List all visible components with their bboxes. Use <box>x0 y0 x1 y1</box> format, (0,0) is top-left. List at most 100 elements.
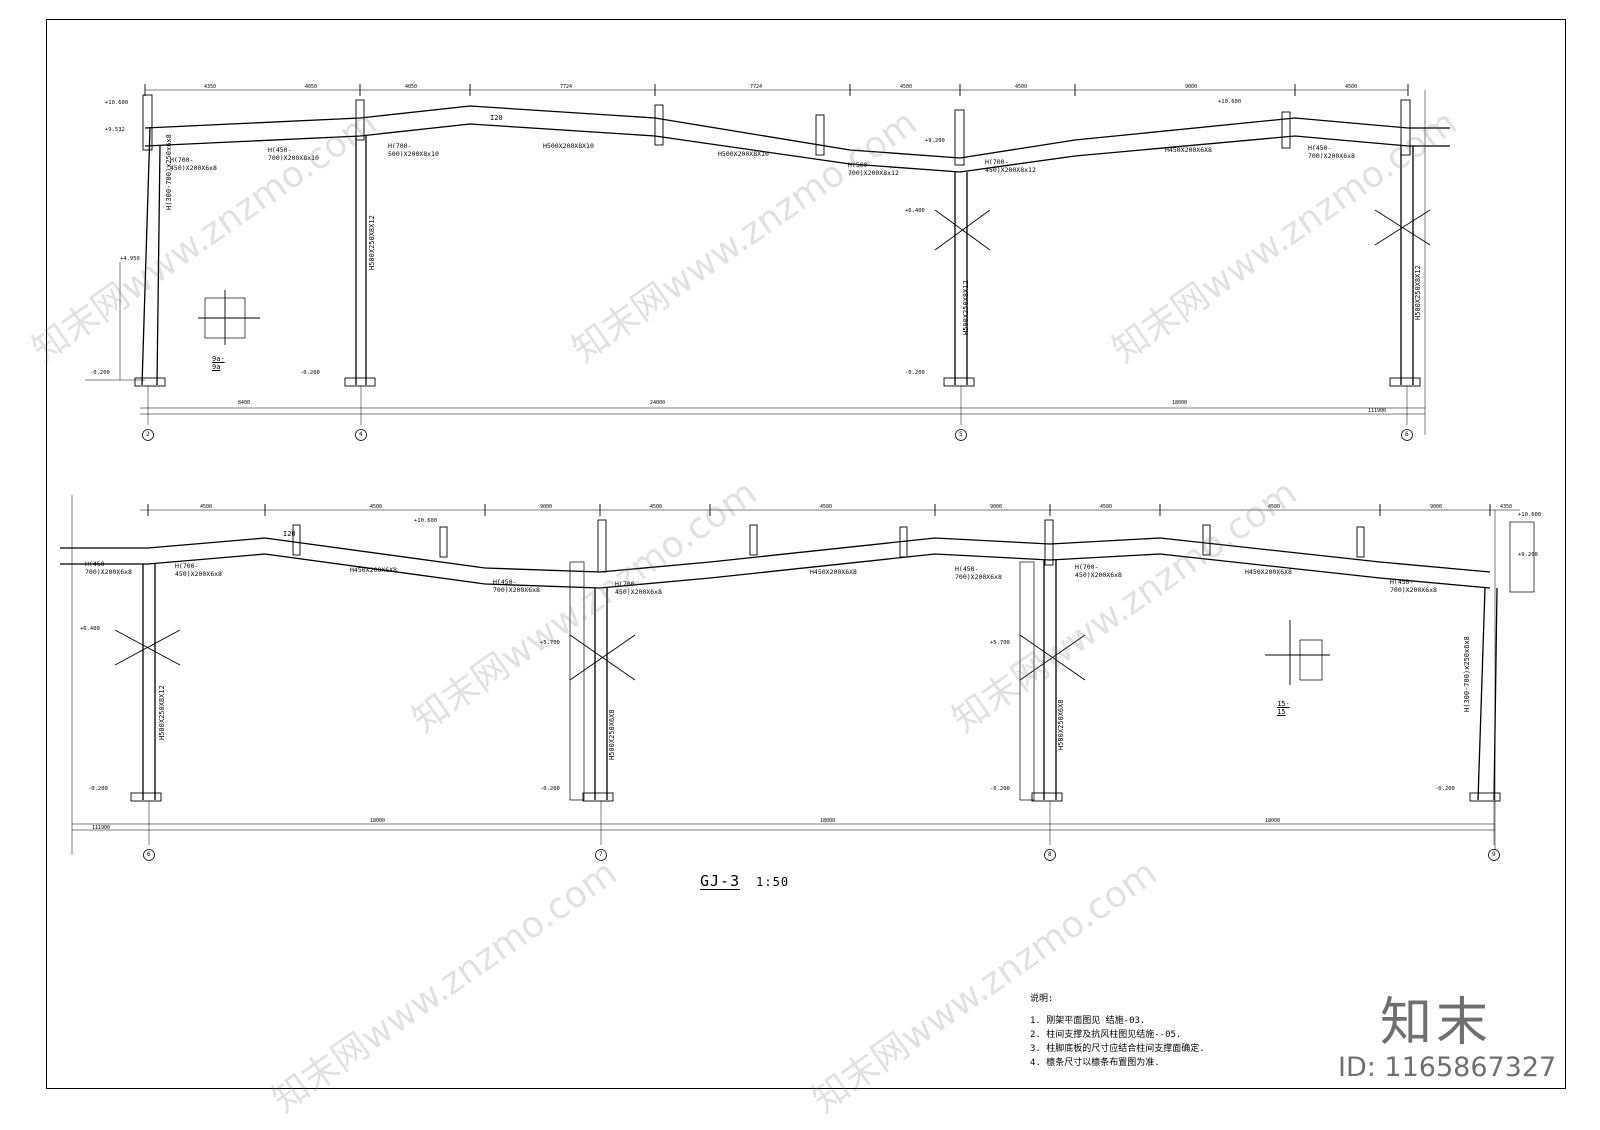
dim: 4500 <box>370 504 383 510</box>
frame-top <box>85 84 1450 435</box>
elevation: +10.600 <box>414 518 438 524</box>
elevation: -0.200 <box>905 370 925 376</box>
note-item: 1. 刚架平面图见 结施-03. <box>1030 1016 1146 1026</box>
dim: 4500 <box>200 504 213 510</box>
dim: 4350 <box>1500 504 1513 510</box>
dim: 9000 <box>990 504 1003 510</box>
drawing-scale: 1:50 <box>756 875 790 889</box>
member-label: H(450-700)X200X6x8 <box>955 565 1002 581</box>
member-label: H(450-700)X200X6x8 <box>493 578 540 594</box>
dim: 9000 <box>1185 84 1198 90</box>
member-label: H450X200X6X8 <box>1245 568 1292 576</box>
section-label: 15-15 <box>1277 700 1290 716</box>
elevation: +6.400 <box>905 208 925 214</box>
watermark-logo: 知末 <box>1380 993 1493 1053</box>
elevation: -0.200 <box>90 370 110 376</box>
purlin-label: I20 <box>490 114 503 122</box>
elevation: +10.600 <box>105 100 129 106</box>
dim: 4500 <box>650 504 663 510</box>
dim: 4500 <box>820 504 833 510</box>
elevation: -0.200 <box>540 786 560 792</box>
elevation: -0.200 <box>990 786 1010 792</box>
span-dim: 8400 <box>238 400 251 406</box>
member-label: H500X200X8X10 <box>543 142 594 150</box>
member-label: H(700-450)X200X8x12 <box>985 158 1036 174</box>
dim: 7724 <box>560 84 573 90</box>
dim: 4500 <box>1015 84 1028 90</box>
dim: 7724 <box>750 84 763 90</box>
member-label: H450X200X6X8 <box>1165 146 1212 154</box>
member-label: H(700-450)X200X6x8 <box>615 580 662 596</box>
axis-label-2: 2 <box>146 431 150 438</box>
member-label: H450X200X6X8 <box>350 566 397 574</box>
member-label: H450X200X6X8 <box>810 568 857 576</box>
rafter-top <box>144 105 1450 159</box>
dim: 9000 <box>1430 504 1443 510</box>
dim: 4500 <box>1268 504 1281 510</box>
elevation: +6.400 <box>80 626 100 632</box>
elevation: -0.200 <box>1435 786 1455 792</box>
axis-label-6b: 6 <box>147 851 151 858</box>
elevation: +5.700 <box>990 640 1010 646</box>
column-label: H500X250X8X12 <box>158 685 166 740</box>
notes-block: 说明: 1. 刚架平面图见 结施-03. 2. 柱间支撑及抗风柱图见结施--05… <box>1030 992 1205 1070</box>
elevation: +10.600 <box>1218 99 1242 105</box>
span-dim: 18000 <box>820 818 836 824</box>
column-label: H(300-700)x250x6x8 <box>165 134 173 210</box>
elevation: +5.700 <box>540 640 560 646</box>
dim: 4500 <box>900 84 913 90</box>
member-label: H(450-700)X200X6x8 <box>1308 144 1355 160</box>
total-dim: 111900 <box>1368 408 1387 414</box>
column-label: H500X250X6X8 <box>608 709 616 760</box>
member-label: H(450-700)X200X6x8 <box>85 560 132 576</box>
span-dim: 18000 <box>1172 400 1188 406</box>
span-dim: 18000 <box>1265 818 1281 824</box>
member-label: H(700-450)X200X6x8 <box>1075 563 1122 579</box>
member-label: H(700-450)X200X6x8 <box>170 156 217 172</box>
member-label: H(450-700)X200X8x10 <box>268 146 319 162</box>
elevation: +9.200 <box>925 138 945 144</box>
span-dim: 18000 <box>370 818 386 824</box>
drawing-code: GJ-3 <box>700 872 741 890</box>
note-item: 3. 柱脚底板的尺寸应结合柱间支撑面确定. <box>1030 1044 1205 1054</box>
notes-heading: 说明: <box>1030 994 1054 1004</box>
elevation: -0.200 <box>88 786 108 792</box>
note-item: 2. 柱间支撑及抗风柱图见结施--05. <box>1030 1030 1182 1040</box>
column-label: H500X250X8X12 <box>368 215 376 270</box>
section-label: 9a-9a <box>212 355 225 371</box>
column-label: H500X250X6X8 <box>1057 699 1065 750</box>
axis-label-8: 8 <box>1048 851 1052 858</box>
purlin-label: I20 <box>283 530 296 538</box>
elevation: +10.600 <box>1518 512 1542 518</box>
drawing-title: GJ-3 1:50 <box>700 872 789 890</box>
member-label: H(500-700)X200X8x12 <box>848 161 899 177</box>
axis-label-7: 7 <box>599 851 603 858</box>
dim: 4500 <box>1345 84 1358 90</box>
elevation: +9.200 <box>1518 552 1538 558</box>
axis-label-9: 9 <box>1492 851 1496 858</box>
elevation: +4.950 <box>120 256 140 262</box>
dim: 4350 <box>204 84 217 90</box>
frame-bottom <box>60 495 1535 855</box>
dim: 4500 <box>1100 504 1113 510</box>
watermark-id: ID: 1165867327 <box>1338 1052 1557 1083</box>
elevation: -0.200 <box>300 370 320 376</box>
note-item: 4. 檩条尺寸以檩条布置图为准. <box>1030 1058 1160 1068</box>
member-label: H(700-450)X200X6x8 <box>175 562 222 578</box>
axis-label-6: 6 <box>1405 431 1409 438</box>
axis-label-4: 4 <box>359 431 363 438</box>
elevation: +9.532 <box>105 127 125 133</box>
column-label: H500X250X8X12 <box>962 280 970 335</box>
column-label: H(300-700)x250x6x8 <box>1463 636 1471 712</box>
axis-label-5: 5 <box>959 431 963 438</box>
axis-markers-bottom <box>143 849 1500 861</box>
drawing-border <box>46 19 1566 1089</box>
column-label: H500X250X8X12 <box>1414 265 1422 320</box>
dim: 9000 <box>540 504 553 510</box>
dim: 4050 <box>405 84 418 90</box>
member-label: H(700-500)X200X8x10 <box>388 142 439 158</box>
total-dim: 111900 <box>92 825 111 831</box>
member-label: H500X200X8X10 <box>718 150 769 158</box>
member-label: H(450-700)X200X6x8 <box>1390 578 1437 594</box>
